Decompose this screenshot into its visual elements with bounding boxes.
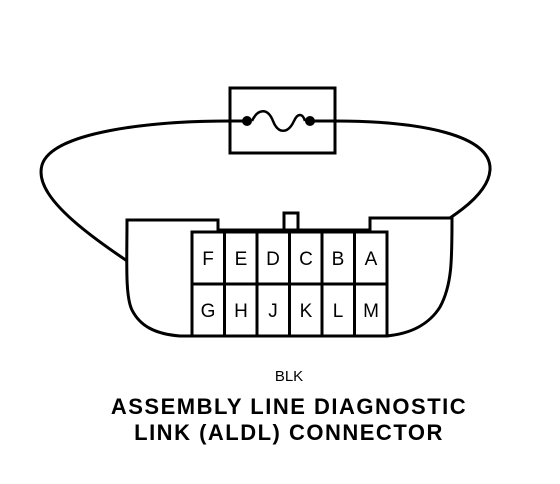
pin-label-l: L [333, 301, 344, 322]
pin-label-j: J [268, 301, 278, 322]
pin-label-c: C [299, 249, 313, 270]
fuse-element-icon [250, 110, 307, 132]
pin-label-e: E [235, 249, 248, 270]
fuse-terminal-right [305, 116, 315, 126]
wire-color-code: BLK [275, 368, 303, 385]
pin-label-a: A [365, 249, 378, 270]
pin-row-top: F E D C B A [202, 249, 377, 270]
pin-label-f: F [202, 249, 214, 270]
pin-label-m: M [363, 301, 379, 322]
pin-row-bottom: G H J K L M [201, 301, 379, 322]
pin-label-k: K [300, 301, 313, 322]
pin-label-h: H [234, 301, 248, 322]
pin-label-g: G [201, 301, 216, 322]
pin-label-d: D [266, 249, 280, 270]
caption-line-1: ASSEMBLY LINE DIAGNOSTIC [111, 394, 467, 419]
connector-housing [125, 211, 454, 338]
pin-label-b: B [332, 249, 345, 270]
pin-grid-columns [223, 232, 356, 336]
jumper-wire-left [39, 119, 231, 302]
housing-key [282, 211, 300, 232]
fuse [228, 86, 337, 155]
caption-line-2: LINK (ALDL) CONNECTOR [134, 420, 444, 445]
fuse-terminal-left [242, 116, 252, 126]
